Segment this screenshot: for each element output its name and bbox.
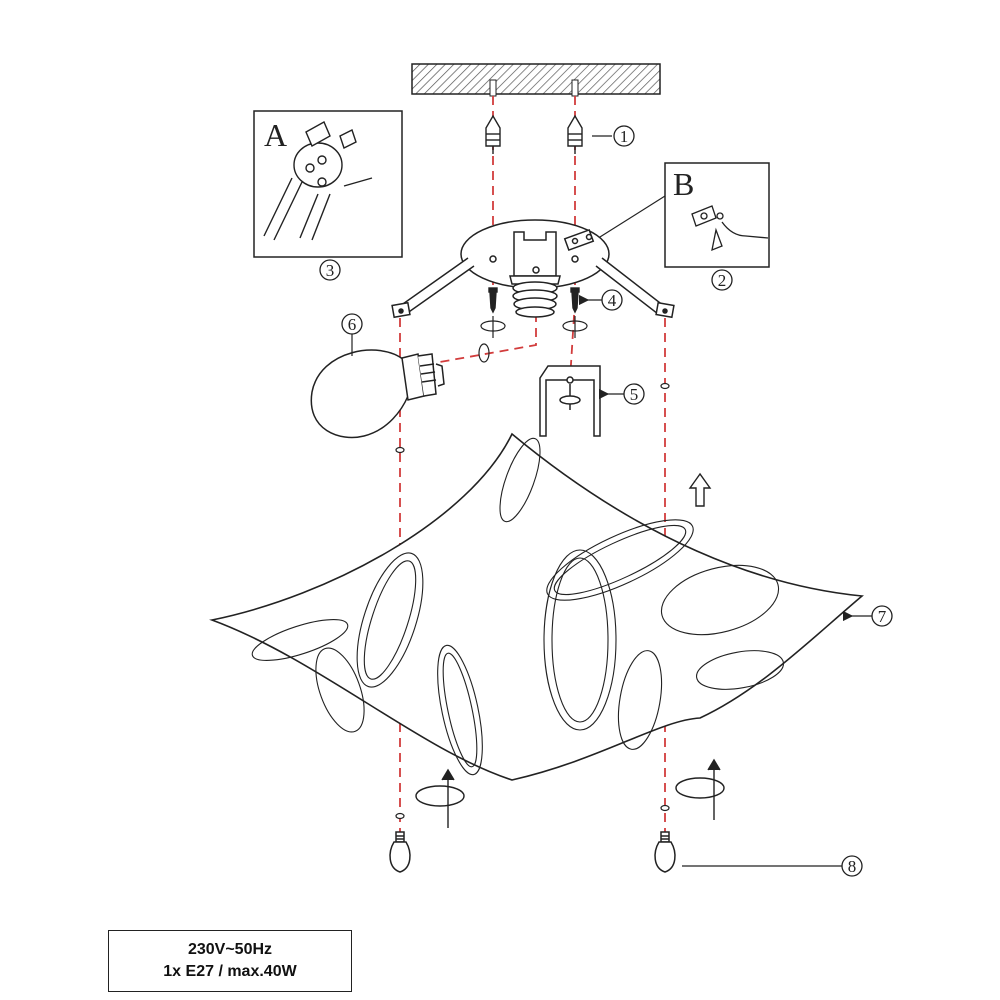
- spec-voltage: 230V~50Hz: [187, 941, 273, 958]
- callout-2-circle: [711, 269, 733, 291]
- screw-left-icon: [488, 287, 498, 314]
- callout-5-circle: [623, 383, 645, 405]
- callout-4-label: 4: [608, 291, 617, 310]
- inset-b: B: [664, 162, 770, 268]
- bracket-clip-icon: [539, 365, 601, 437]
- callout-6-label: 6: [348, 315, 357, 334]
- mounting-plate: [391, 219, 675, 319]
- inset-b-letter: B: [673, 166, 694, 202]
- ground-terminal-icon: [691, 205, 769, 252]
- inset-b-callout: 2: [718, 271, 727, 290]
- wall-plug-right-icon: [567, 114, 583, 154]
- callout-8-circle: [841, 855, 863, 877]
- callout-7-circle: [871, 605, 893, 627]
- glass-shade: [209, 432, 864, 781]
- finial-knob-right-icon: [654, 831, 676, 873]
- inset-b-leader: [591, 195, 666, 243]
- ceiling: [411, 63, 661, 97]
- rotate-arrow-icon: [478, 316, 588, 363]
- rotate-up-arrow-left-icon: [415, 768, 465, 828]
- inset-a-letter: A: [264, 117, 287, 153]
- specifications-box: 230V~50Hz 1x E27 / max.40W: [108, 930, 352, 992]
- shade-swirl-pattern: [251, 437, 784, 776]
- spec-bulb: 1x E27 / max.40W: [163, 963, 297, 980]
- wall-plug-left-icon: [485, 114, 501, 154]
- callout-5-label: 5: [630, 385, 639, 404]
- screw-right-icon: [570, 287, 580, 314]
- callout-7-label: 7: [878, 607, 887, 626]
- up-arrow-icon: [688, 472, 712, 507]
- callout-1-circle: [613, 125, 635, 147]
- callout-8-label: 8: [848, 857, 857, 876]
- callout-1-label: 1: [620, 127, 629, 146]
- inset-a-callout: 3: [326, 261, 335, 280]
- callout-4-circle: [601, 289, 623, 311]
- lamp-socket-icon: [509, 231, 561, 318]
- terminal-block-icon: [263, 121, 373, 241]
- finial-knob-left-icon: [389, 831, 411, 873]
- inset-a: A: [253, 110, 403, 258]
- rotate-up-arrow-right-icon: [675, 758, 725, 820]
- callout-3-circle: [319, 259, 341, 281]
- callout-6-circle: [341, 313, 363, 335]
- light-bulb-icon: [310, 349, 445, 439]
